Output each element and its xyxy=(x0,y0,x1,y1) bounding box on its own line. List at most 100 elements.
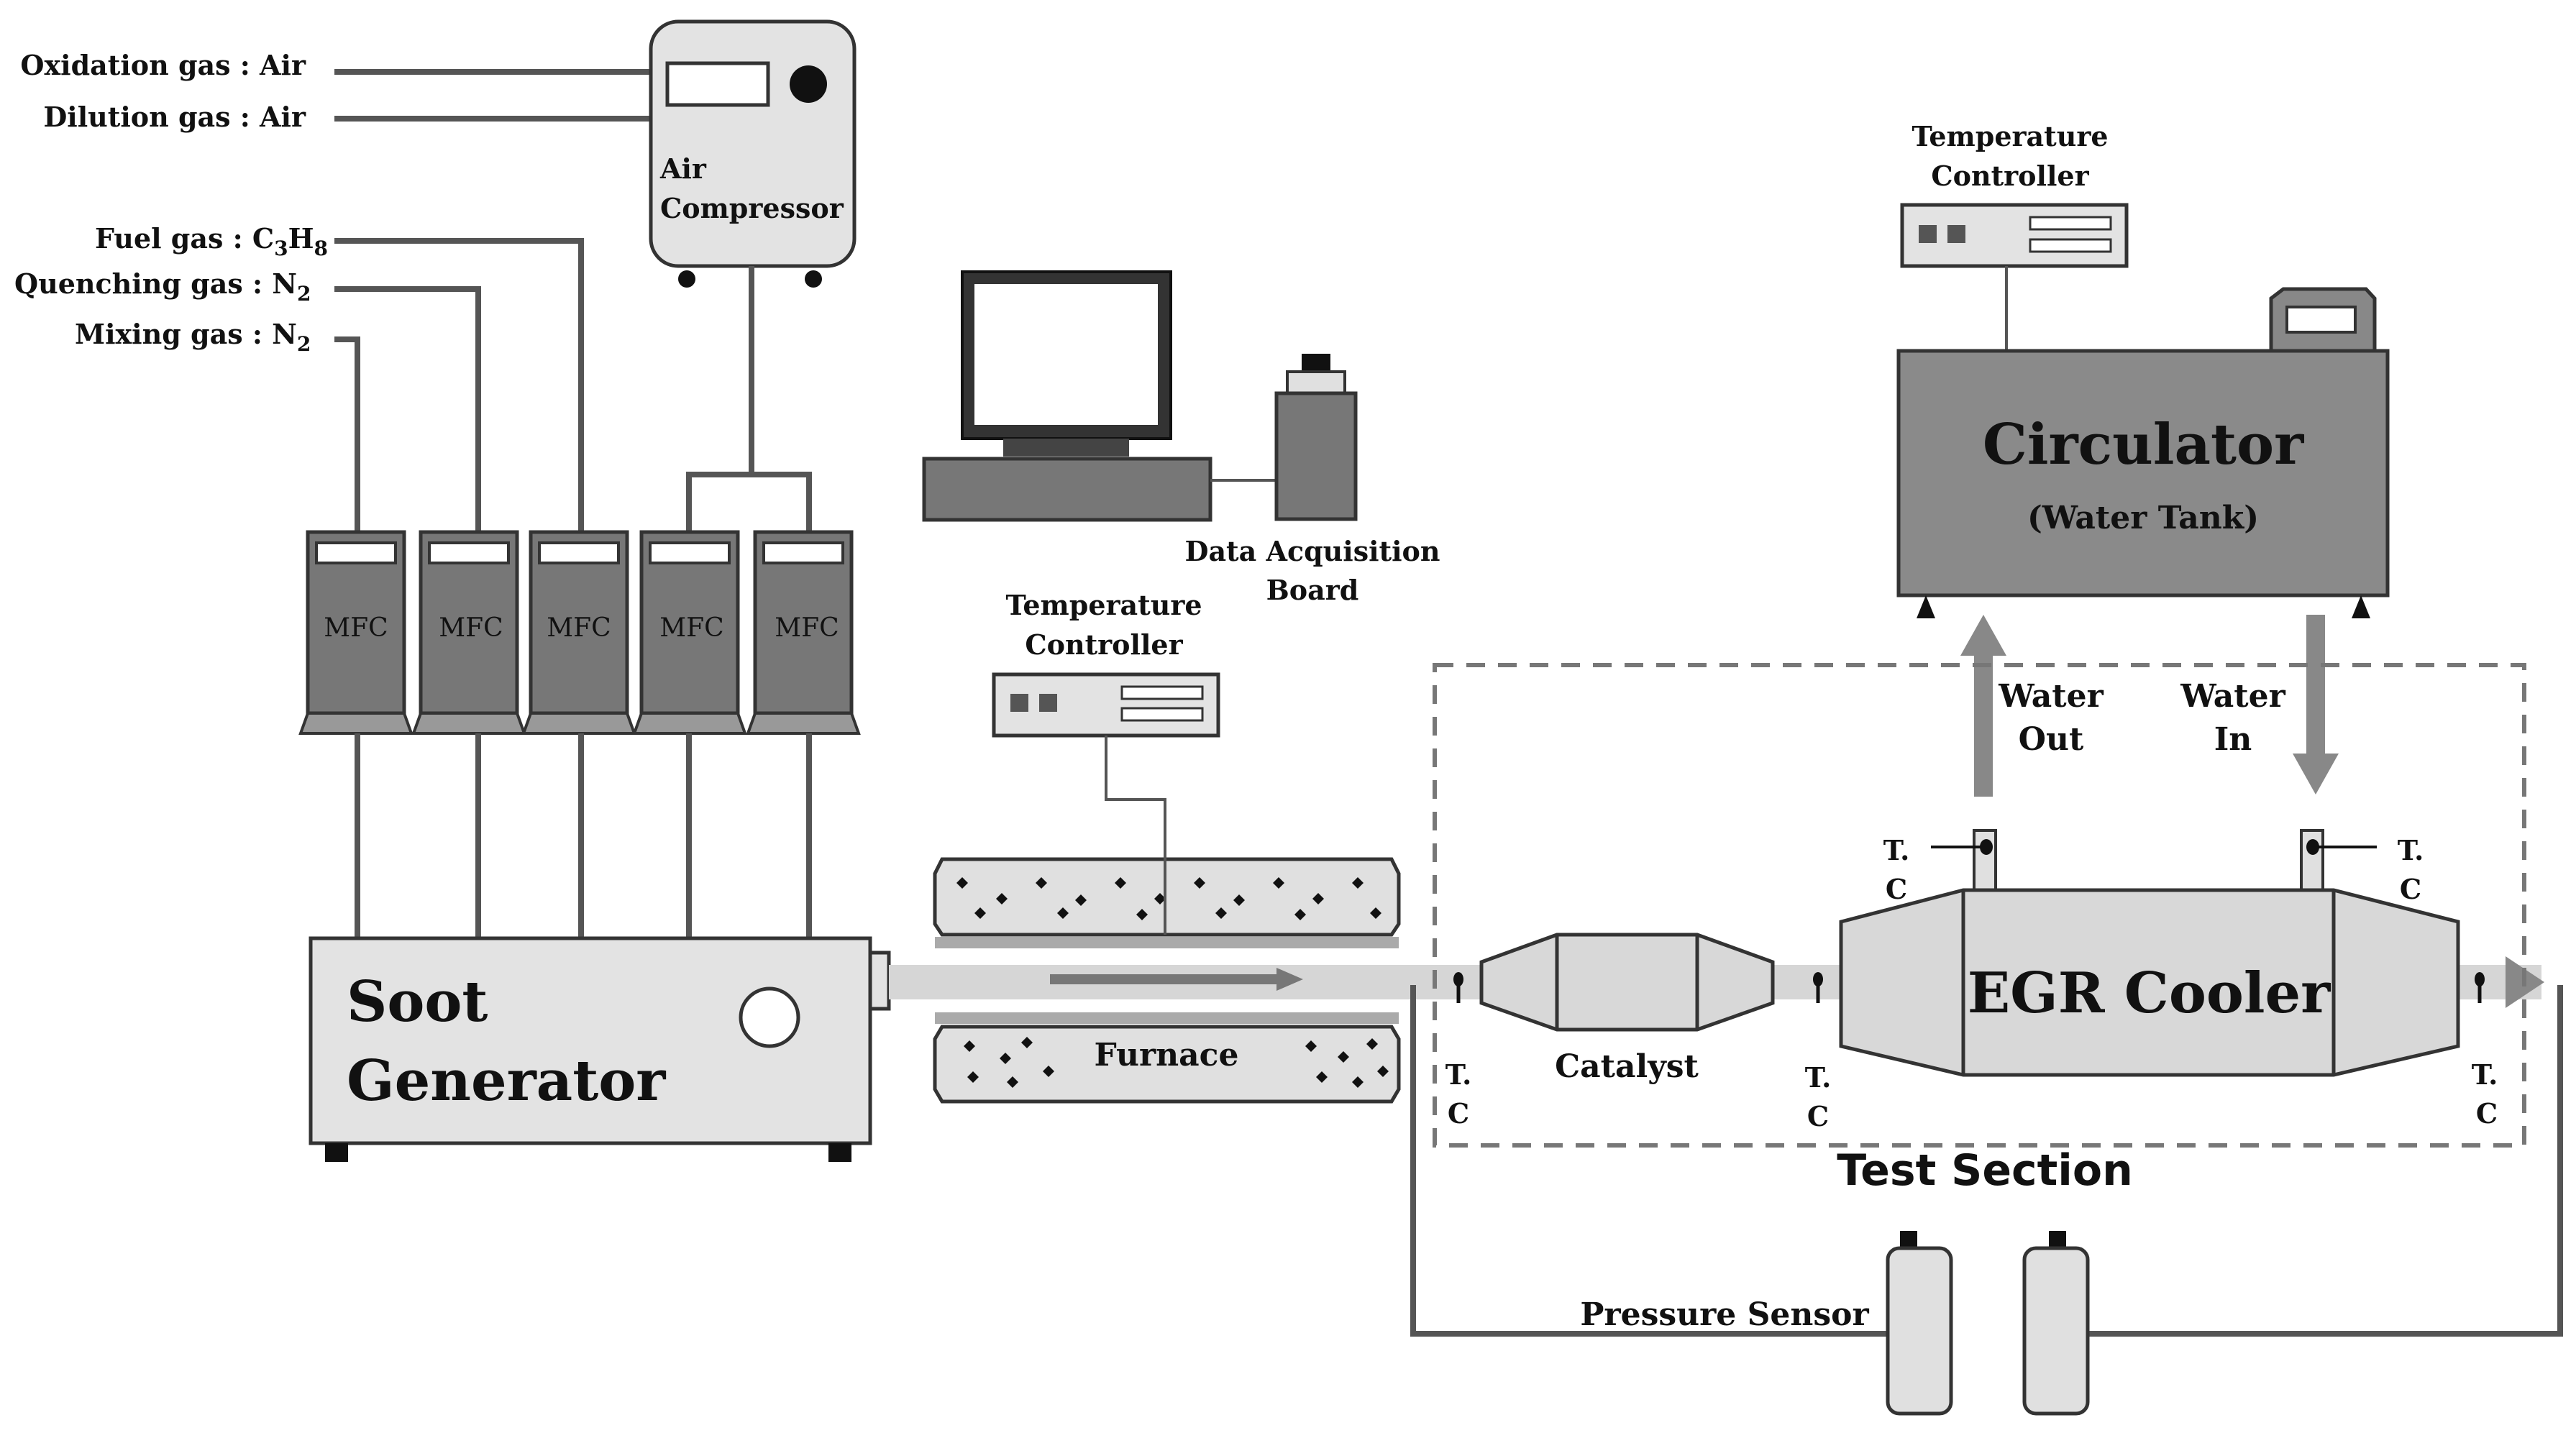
fuel-text-a: Fuel gas : C xyxy=(95,222,274,255)
circulator-temp-controller-body xyxy=(1900,203,2129,268)
mfc-unit: MFC xyxy=(521,530,636,735)
daq-top-cap xyxy=(1302,354,1330,372)
circulator-foot xyxy=(2352,595,2370,618)
furnace-temp-controller-label-1: Temperature xyxy=(1005,589,1202,621)
thermocouple-tip xyxy=(1813,972,1823,986)
controller-display xyxy=(2029,216,2112,231)
computer-base-unit xyxy=(922,457,1212,522)
tc-label-1: T. xyxy=(2472,1058,2498,1091)
thermocouple-tip xyxy=(1980,839,1993,855)
fuel-text-b: H xyxy=(288,222,314,255)
fuel-line xyxy=(334,238,584,532)
furnace-label: Furnace xyxy=(1095,1037,1239,1073)
egr-cooler-label: EGR Cooler xyxy=(1968,961,2331,1026)
egr-cooler-port-out xyxy=(1973,829,1997,893)
thermocouple: T. C xyxy=(2306,834,2424,905)
pressure-sensor-body xyxy=(1886,1246,1953,1416)
daq-body xyxy=(1274,391,1358,521)
water-out-label-2: Out xyxy=(2019,721,2084,758)
egr-cooler-seams xyxy=(1961,890,2336,1075)
egr-cooler: EGR Cooler xyxy=(1839,829,2460,1077)
circulator: Circulator (Water Tank) xyxy=(1896,287,2390,618)
tc-label-2: C xyxy=(2400,873,2421,905)
thermocouple: T. C xyxy=(1883,834,1993,905)
furnace-thermocouple-wire xyxy=(1105,736,1166,935)
mfc-base xyxy=(521,712,636,735)
thermocouple-tip xyxy=(2306,839,2319,855)
thermocouple: T. C xyxy=(1445,972,1472,1130)
fuel-sub-a: 3 xyxy=(274,237,288,260)
controller-button xyxy=(1039,694,1057,712)
compressor-foot-left xyxy=(678,270,695,288)
daq-neck xyxy=(1286,370,1346,395)
circulator-temp-controller-label-1: Temperature xyxy=(1912,120,2108,152)
catalyst: Catalyst xyxy=(1479,933,1775,1085)
computer xyxy=(922,270,1212,522)
mixing-text: Mixing gas : N xyxy=(75,318,297,350)
daq-label-2: Board xyxy=(1266,574,1359,606)
gas-label-quenching: Quenching gas : N2 xyxy=(14,267,311,306)
quenching-text: Quenching gas : N xyxy=(14,267,297,300)
soot-generator-foot xyxy=(325,1143,348,1162)
pressure-sensor xyxy=(2022,1231,2090,1416)
furnace-particles xyxy=(956,877,1389,1088)
soot-generator-dial xyxy=(739,986,800,1048)
soot-generator-outlet xyxy=(868,951,891,1011)
data-acquisition-board xyxy=(1274,354,1358,521)
water-in-label-2: In xyxy=(2214,721,2252,758)
mfc-unit: MFC xyxy=(746,530,861,735)
test-section-boundary xyxy=(1433,663,2526,1148)
circulator-display xyxy=(2285,306,2357,334)
circulator-label-1: Circulator xyxy=(1983,412,2304,477)
mfc-display xyxy=(315,541,397,564)
controller-display xyxy=(1120,707,1204,722)
gas-label-fuel: Fuel gas : C3H8 xyxy=(95,222,328,260)
quenching-sub: 2 xyxy=(297,282,311,306)
water-out-arrow-head xyxy=(1960,615,2006,656)
tc-label-1: T. xyxy=(1883,834,1910,866)
catalyst-body xyxy=(1479,933,1775,1032)
controller-button xyxy=(1919,225,1937,243)
mfc-display xyxy=(649,541,731,564)
thermocouple: T. C xyxy=(1805,972,1832,1132)
mfc-base xyxy=(411,712,526,735)
furnace-temp-controller-body xyxy=(992,672,1220,738)
furnace-bottom-half xyxy=(933,1025,1401,1104)
circulator-foot xyxy=(1917,595,1935,618)
gas-label-oxidation: Oxidation gas : Air xyxy=(20,49,306,81)
flow-arrow-head xyxy=(1276,968,1303,991)
gas-label-mixing: Mixing gas : N2 xyxy=(75,318,311,356)
test-section-label: Test Section xyxy=(1837,1145,2133,1196)
controller-button xyxy=(1947,225,1965,243)
furnace-temp-controller-label-2: Controller xyxy=(1025,628,1183,661)
mfc-display xyxy=(428,541,510,564)
mfc-display xyxy=(538,541,620,564)
mfc-output-lines xyxy=(355,733,812,938)
mixing-line xyxy=(334,336,360,532)
mfc-display xyxy=(762,541,844,564)
water-out-label-1: Water xyxy=(1998,678,2104,715)
mfc-label: MFC xyxy=(547,613,611,643)
tc-label-1: T. xyxy=(1805,1061,1832,1094)
mfc-label: MFC xyxy=(439,613,503,643)
air-compressor: Air Compressor xyxy=(649,19,857,288)
tc-label-1: T. xyxy=(2398,834,2424,866)
tc-label-1: T. xyxy=(1445,1058,1472,1091)
air-compressor-label-1: Air xyxy=(659,152,707,185)
soot-generator: Soot Generator xyxy=(309,936,891,1162)
tc-label-2: C xyxy=(1448,1097,1469,1130)
thermocouple-tip xyxy=(2475,972,2485,986)
circulator-temp-controller-label-2: Controller xyxy=(1931,160,2089,192)
pressure-sensor-cap xyxy=(1900,1231,1917,1248)
mfc-label: MFC xyxy=(659,613,723,643)
circulator-temp-controller xyxy=(1900,203,2129,268)
mfc-unit: MFC xyxy=(298,530,414,735)
pressure-sensor-body xyxy=(2022,1246,2090,1416)
mfc-unit: MFC xyxy=(632,530,747,735)
furnace-top-half xyxy=(933,857,1401,937)
catalyst-seams xyxy=(1555,935,1699,1030)
circulator-label-2: (Water Tank) xyxy=(2027,500,2259,536)
thermocouple: T. C xyxy=(2472,972,2498,1130)
